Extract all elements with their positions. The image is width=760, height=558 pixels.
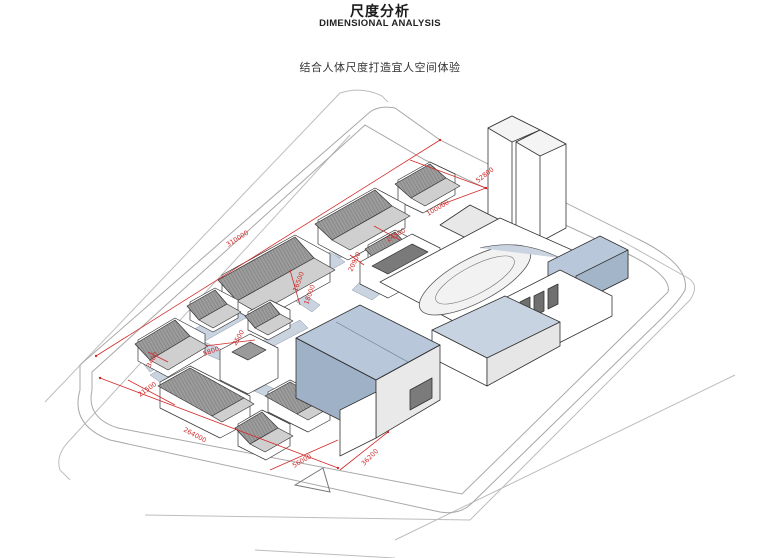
main-complex <box>295 204 629 457</box>
dim-label-36200: 36200 <box>360 447 380 467</box>
dim-label-56000: 56000 <box>291 452 313 469</box>
dim-label-310000: 310000 <box>225 229 250 249</box>
site-boundary <box>77 106 686 514</box>
dimension-lines <box>95 139 487 471</box>
dimension-tick-marks <box>94 138 488 470</box>
page-subtitle: 结合人体尺度打造宜人空间体验 <box>299 61 461 74</box>
triangle-island <box>293 467 331 493</box>
page-title-cn: 尺度分析 <box>350 4 410 20</box>
tower-building <box>487 115 567 243</box>
traditional-buildings <box>134 161 461 461</box>
page-title-en: DIMENSIONAL ANALYSIS <box>319 18 441 29</box>
